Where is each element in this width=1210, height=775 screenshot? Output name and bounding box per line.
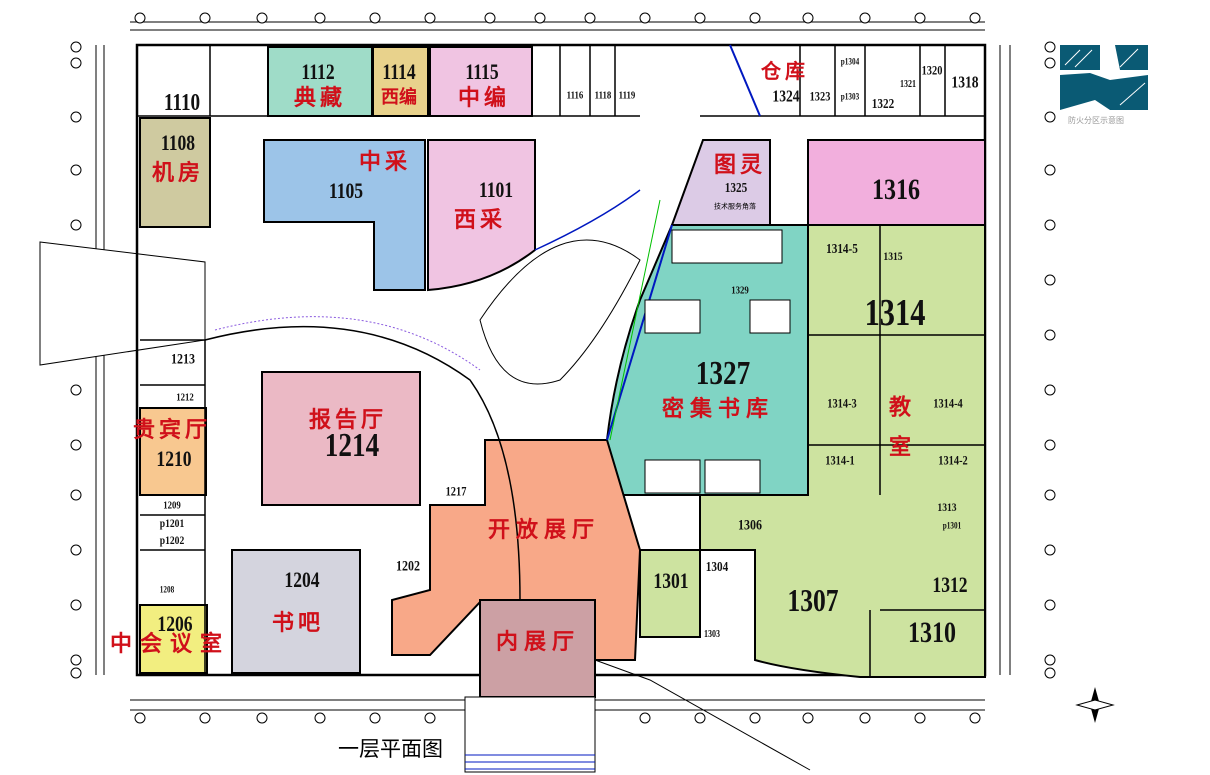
shelving bbox=[644, 229, 791, 494]
room-number: 1314 bbox=[864, 292, 926, 334]
room-1301[interactable] bbox=[639, 549, 701, 638]
room-number: 1108 bbox=[160, 130, 196, 155]
room-name: 密集书库 bbox=[661, 396, 775, 422]
room-1112[interactable] bbox=[267, 46, 373, 117]
room-name: 图灵 bbox=[713, 152, 767, 178]
room-number: 1204 bbox=[284, 567, 320, 592]
room-number: p1303 bbox=[840, 91, 860, 102]
room-number: 1115 bbox=[465, 59, 499, 84]
room-number: 1323 bbox=[809, 88, 831, 104]
room-number: 1101 bbox=[478, 177, 514, 202]
glass-wall bbox=[534, 189, 641, 251]
room-number: 1118 bbox=[594, 89, 612, 102]
room-number: 1312 bbox=[932, 572, 968, 597]
room-name: 机房 bbox=[151, 160, 205, 186]
room-number: 1314-1 bbox=[825, 452, 855, 468]
room-1206[interactable] bbox=[139, 604, 208, 674]
room-name: 教室 bbox=[885, 395, 911, 475]
room-number: 1314-5 bbox=[826, 242, 858, 257]
room-1115[interactable] bbox=[429, 46, 533, 117]
room-number: 1306 bbox=[738, 517, 762, 534]
room-number: 1214 bbox=[324, 427, 380, 464]
room-1114[interactable] bbox=[372, 46, 429, 117]
room-number: 1114 bbox=[382, 59, 416, 84]
room-name: 贵宾厅 bbox=[132, 417, 212, 443]
room-1105[interactable] bbox=[263, 139, 426, 291]
room-name: 报告厅 bbox=[308, 407, 388, 433]
south-ramp bbox=[594, 659, 811, 771]
room-number: 1110 bbox=[163, 90, 201, 116]
room-number: 1310 bbox=[908, 616, 956, 649]
room-number: 1315 bbox=[883, 249, 903, 263]
west-entrance bbox=[39, 241, 206, 366]
room-1204[interactable] bbox=[231, 549, 361, 674]
room-name: 典藏 bbox=[293, 85, 347, 111]
room-number: 1112 bbox=[301, 59, 335, 84]
room-number: 1213 bbox=[171, 351, 195, 368]
room-number: 1324 bbox=[772, 86, 800, 106]
room-1214[interactable] bbox=[261, 371, 421, 506]
room-name: 中编 bbox=[457, 85, 511, 111]
south-stairs bbox=[464, 696, 596, 773]
room-number: 1116 bbox=[566, 89, 584, 102]
room-number: 1119 bbox=[618, 89, 636, 102]
room-number: 1202 bbox=[396, 558, 420, 575]
room-number: 1321 bbox=[900, 79, 916, 90]
room-name: 西编 bbox=[381, 87, 417, 108]
room-number: 1320 bbox=[921, 62, 943, 78]
fire-zone-thumbnail bbox=[1060, 45, 1148, 110]
room-number: p1201 bbox=[159, 516, 185, 530]
room-number: p1304 bbox=[840, 56, 860, 67]
thumbnail-caption: 防火分区示意图 bbox=[1068, 116, 1124, 125]
room-number: 1301 bbox=[653, 568, 689, 593]
room-1316[interactable] bbox=[807, 139, 986, 226]
room-number: 1314-4 bbox=[933, 395, 963, 411]
room-name: 中会议室 bbox=[109, 631, 231, 657]
north-arrow-icon bbox=[1075, 687, 1115, 723]
room-name: 仓库 bbox=[761, 59, 809, 83]
room-number: 1318 bbox=[951, 72, 979, 92]
curved-glazing bbox=[214, 316, 481, 371]
room-name: 西采 bbox=[453, 207, 507, 233]
room-1101[interactable] bbox=[427, 139, 536, 292]
room-number: 1304 bbox=[705, 560, 729, 575]
glass-wall-1324 bbox=[729, 44, 761, 117]
room-number: 1322 bbox=[871, 97, 895, 112]
room-number: 1212 bbox=[176, 391, 194, 404]
room-subtitle: 技术服务角落 bbox=[714, 202, 756, 211]
room-number: 1210 bbox=[156, 446, 192, 471]
room-number: 1307 bbox=[787, 582, 839, 618]
drawing-title: 一层平面图 bbox=[338, 737, 443, 761]
room-number: 1217 bbox=[445, 483, 467, 499]
room-1210[interactable] bbox=[139, 407, 207, 496]
room-number: 1303 bbox=[704, 629, 720, 640]
room-name: 内展厅 bbox=[495, 629, 581, 655]
room-number: 1206 bbox=[157, 611, 193, 636]
room-name: 中采 bbox=[358, 149, 412, 175]
room-name: 书吧 bbox=[271, 610, 325, 636]
room-1108[interactable] bbox=[139, 117, 211, 228]
room-number: 1316 bbox=[872, 173, 920, 206]
room-name: 开放展厅 bbox=[487, 517, 601, 543]
inner-exhibition-hall[interactable] bbox=[479, 599, 596, 698]
partitions bbox=[137, 45, 985, 677]
room-number: 1314-3 bbox=[827, 395, 857, 411]
room-number: 1313 bbox=[937, 500, 957, 514]
room-number: 1325 bbox=[724, 181, 748, 196]
room-number: 1327 bbox=[695, 355, 751, 392]
curved-corridor bbox=[204, 325, 521, 601]
room-number: p1301 bbox=[942, 520, 962, 531]
courtyard-path bbox=[479, 239, 641, 385]
room-number: 1208 bbox=[159, 584, 175, 595]
room-number: 1209 bbox=[163, 499, 181, 512]
room-number: 1314-2 bbox=[938, 452, 968, 468]
room-number: 1105 bbox=[328, 178, 364, 203]
green-line bbox=[609, 199, 661, 441]
room-number: p1202 bbox=[159, 533, 185, 547]
room-number: 1329 bbox=[731, 284, 749, 297]
